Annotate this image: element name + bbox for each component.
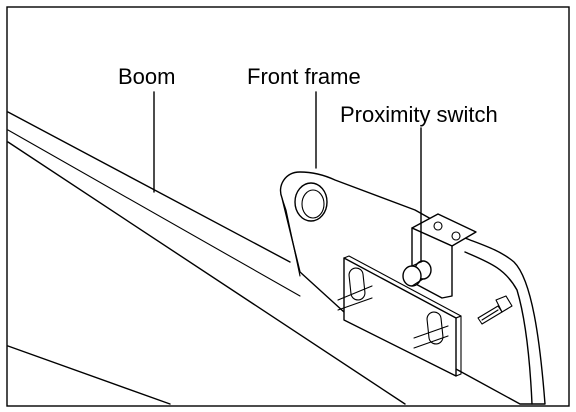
front-frame <box>279 171 546 405</box>
slot-right <box>426 311 444 345</box>
slot-left <box>348 267 366 301</box>
frame-plate <box>279 171 546 405</box>
switch-bracket <box>411 213 477 299</box>
frame-edge-thickness <box>281 197 301 277</box>
slotted-plate <box>337 255 462 377</box>
proximity-switch-label: Proximity switch <box>340 102 498 127</box>
proximity-switch <box>402 260 432 287</box>
boom-label: Boom <box>118 64 175 89</box>
frame-hole <box>294 182 328 222</box>
figure-border <box>6 6 570 407</box>
frame-arm-edge <box>464 251 533 405</box>
bracket-bolt-1 <box>433 221 443 231</box>
boom-beam <box>7 111 406 405</box>
frame-hole-inner <box>301 189 325 219</box>
bracket-bolt-2 <box>451 231 461 241</box>
mounting-bolt <box>477 295 513 325</box>
front-frame-label: Front frame <box>247 64 361 89</box>
